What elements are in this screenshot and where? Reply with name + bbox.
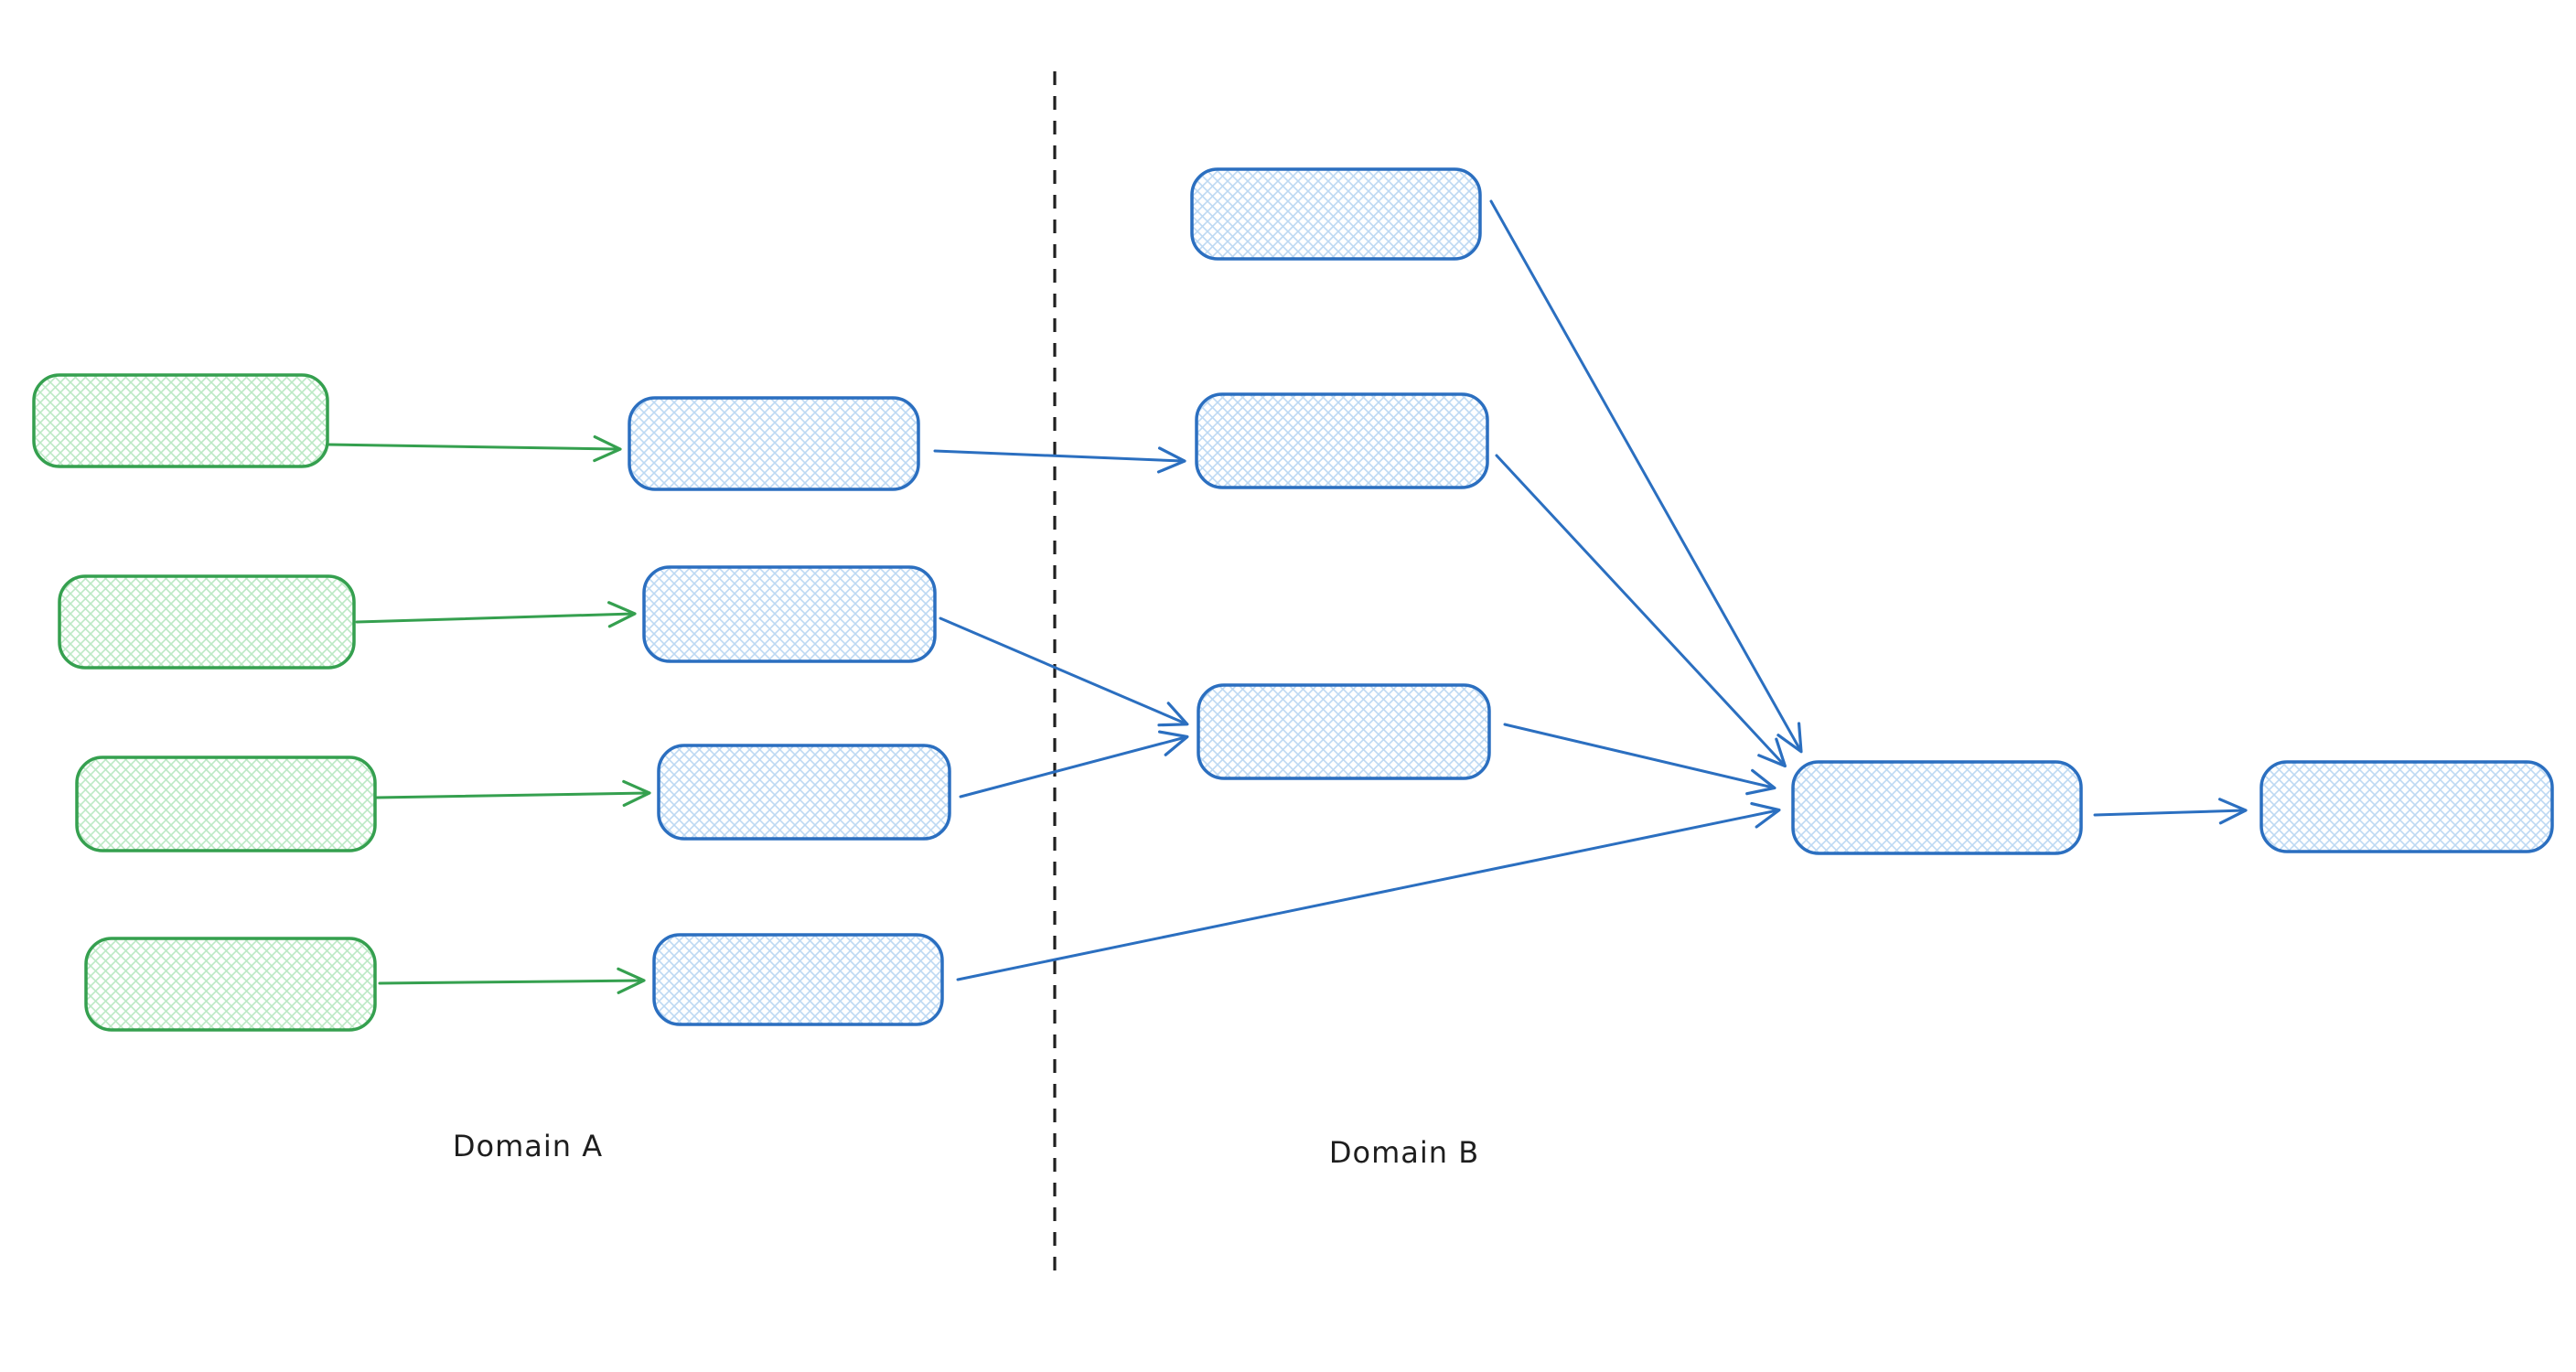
node-blue-b1[interactable] [1190, 167, 1482, 261]
edge-blue-b2--blue-hub[interactable] [1495, 454, 1787, 768]
edge-blue-hub--blue-output[interactable] [2093, 798, 2248, 825]
node-blue-a1[interactable] [628, 396, 920, 491]
node-green-1[interactable] [32, 373, 329, 468]
node-blue-hub[interactable] [1791, 760, 2083, 855]
node-blue-output[interactable] [2259, 760, 2554, 853]
edge-green-3--blue-a3[interactable] [375, 779, 651, 808]
edge-blue-b3--blue-hub[interactable] [1503, 723, 1776, 796]
edge-blue-a4--blue-hub[interactable] [956, 801, 1781, 981]
edge-blue-a3--blue-b3[interactable] [959, 730, 1189, 799]
node-blue-a2[interactable] [642, 565, 937, 663]
edge-blue-a2--blue-b3[interactable] [939, 616, 1189, 727]
node-green-2[interactable] [58, 574, 356, 670]
edge-blue-a1--blue-b2[interactable] [933, 446, 1186, 474]
domain-b-label[interactable]: Domain B [1329, 1135, 1479, 1170]
node-blue-b3[interactable] [1197, 683, 1491, 780]
edge-blue-b1--blue-hub[interactable] [1489, 199, 1803, 754]
edge-green-2--blue-a2[interactable] [355, 601, 637, 628]
edges-layer [326, 199, 2248, 994]
node-green-4[interactable] [84, 937, 377, 1032]
node-blue-a4[interactable] [652, 933, 944, 1026]
node-blue-a3[interactable] [657, 744, 951, 841]
node-blue-b2[interactable] [1195, 392, 1489, 489]
domain-a-label[interactable]: Domain A [453, 1129, 603, 1163]
edge-green-4--blue-a4[interactable] [378, 967, 646, 994]
node-green-3[interactable] [75, 756, 377, 852]
edge-green-1--blue-a1[interactable] [326, 434, 622, 463]
nodes-layer [32, 167, 2554, 1032]
